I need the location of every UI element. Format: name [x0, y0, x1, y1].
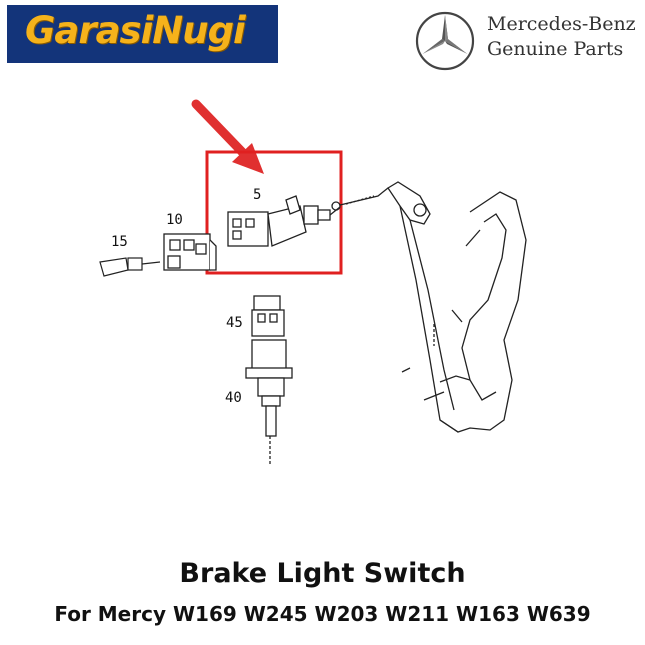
- garasinugi-logo: GarasiNugi: [7, 5, 278, 63]
- part-45-connector: [251, 295, 285, 337]
- highlight-box: [205, 150, 343, 275]
- logo-text: GarasiNugi: [25, 9, 246, 52]
- part-15-terminal: [99, 257, 161, 277]
- pointer-arrow: [191, 99, 264, 174]
- pedal-assembly: [345, 181, 527, 433]
- part-40-switch: [245, 339, 293, 464]
- part-5-switch: [227, 187, 389, 247]
- brand-subtitle: Genuine Parts: [487, 38, 624, 60]
- label-part-15: 15: [111, 234, 128, 250]
- label-part-10: 10: [166, 212, 183, 228]
- label-part-45: 45: [226, 315, 243, 331]
- brand-name: Mercedes-Benz: [487, 13, 636, 35]
- label-part-40: 40: [225, 390, 242, 406]
- product-title: Brake Light Switch: [179, 558, 466, 589]
- mercedes-star-icon: [415, 11, 475, 71]
- part-10-connector: [163, 233, 217, 271]
- label-part-5: 5: [253, 187, 261, 203]
- product-compatibility: For Mercy W169 W245 W203 W211 W163 W639: [54, 602, 591, 626]
